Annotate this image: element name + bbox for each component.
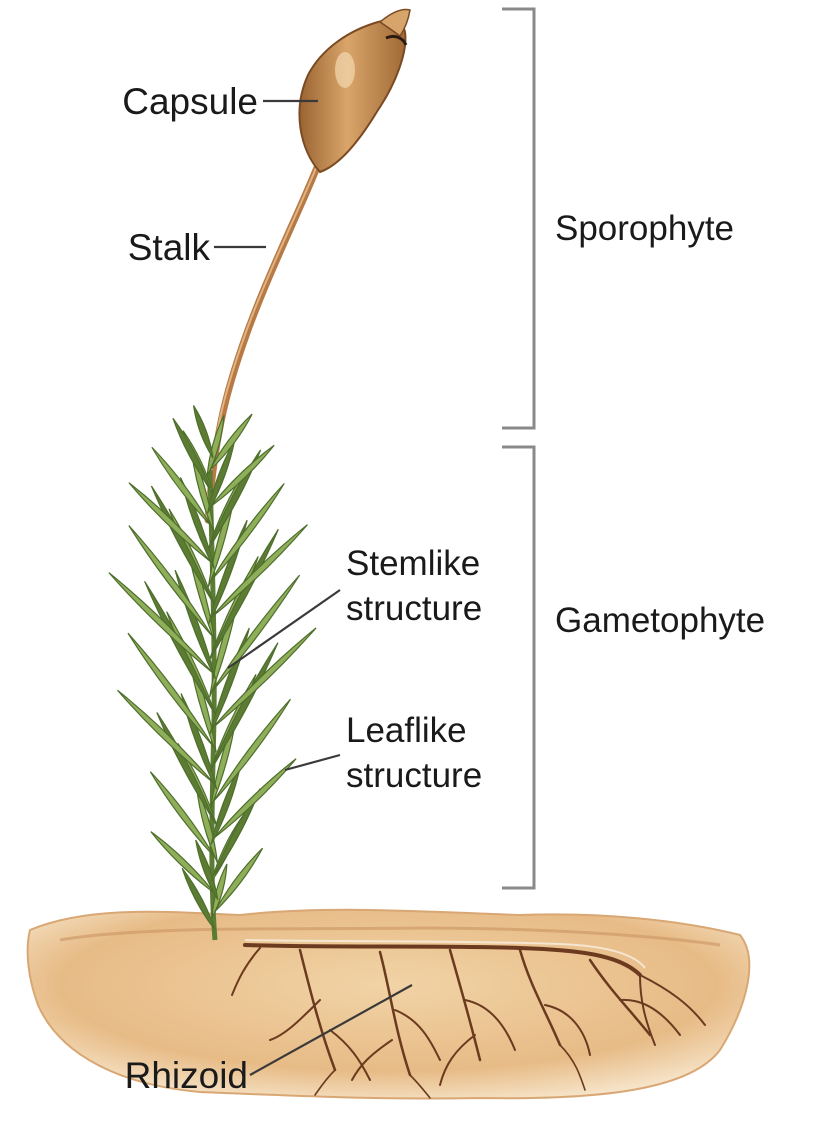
rhizoid-label: Rhizoid	[125, 1055, 248, 1096]
leaflike-label-line1: Leaflike	[346, 711, 467, 750]
moss-leaf	[194, 405, 213, 458]
sporophyte-bracket	[502, 9, 534, 428]
leaflike-label-line2: structure	[346, 756, 482, 795]
capsule-label: Capsule	[122, 81, 258, 122]
gametophyte-leaves	[109, 405, 316, 940]
gametophyte-label: Gametophyte	[555, 601, 765, 640]
capsule	[299, 10, 410, 173]
stalk-label: Stalk	[128, 227, 211, 268]
stemlike-label-line2: structure	[346, 589, 482, 628]
stemlike-label-line1: Stemlike	[346, 544, 480, 583]
sporophyte-label: Sporophyte	[555, 209, 734, 248]
gametophyte-bracket	[502, 447, 534, 888]
brackets	[502, 9, 534, 888]
